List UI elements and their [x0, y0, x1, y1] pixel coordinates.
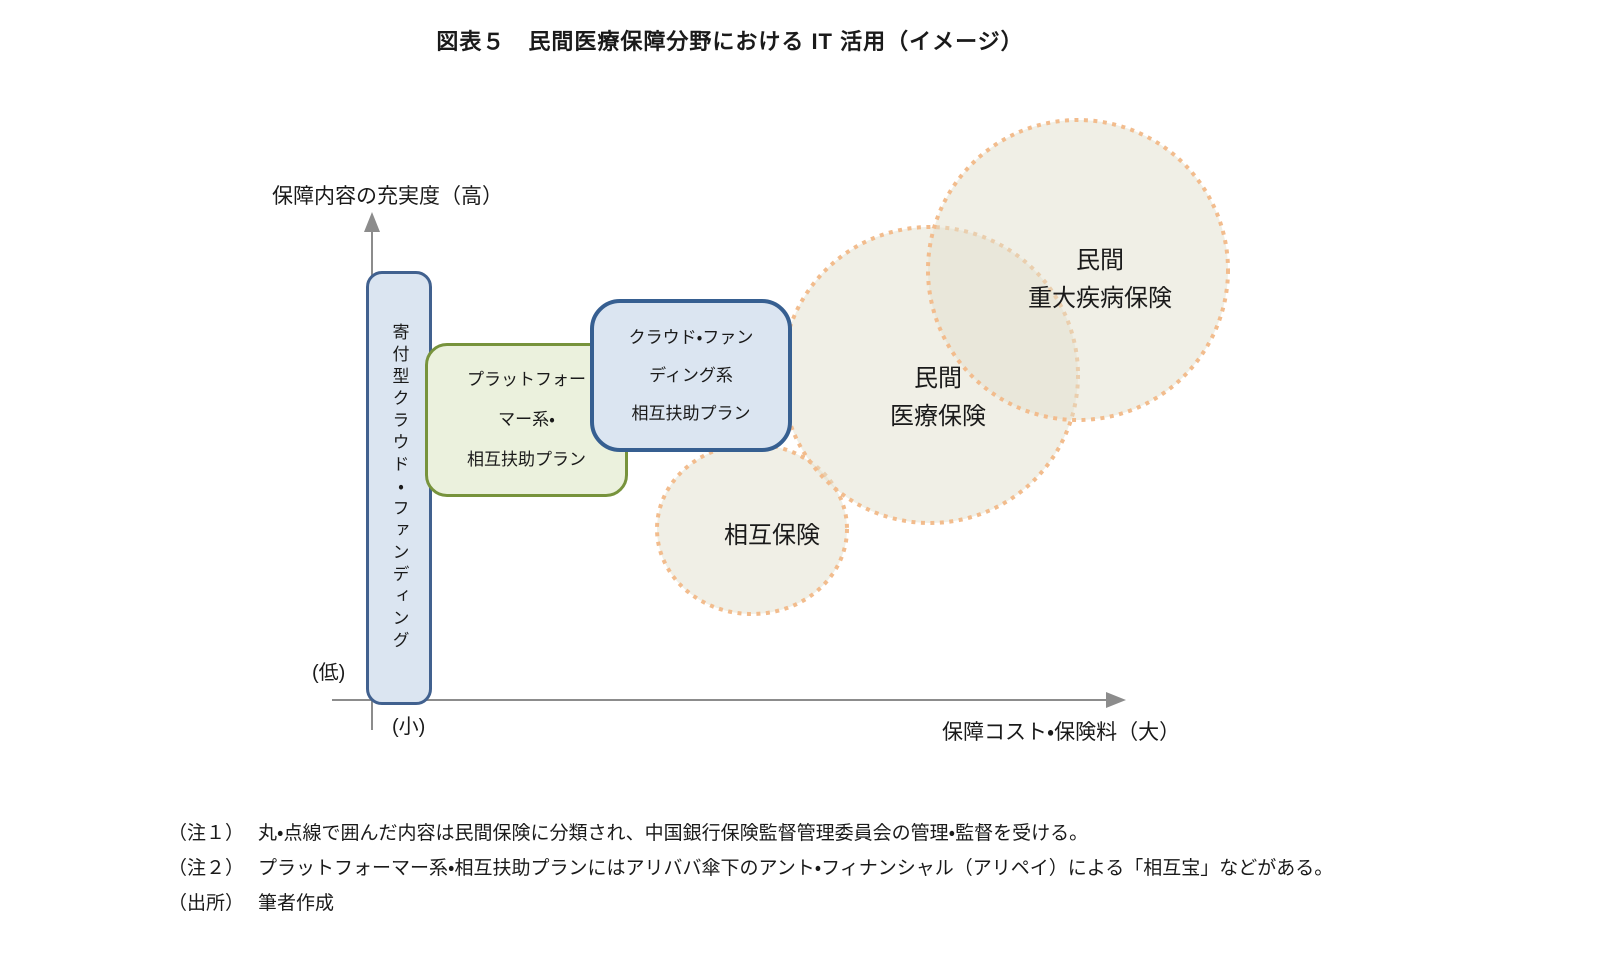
- mutual-insurance-circle: [655, 442, 849, 616]
- crowdfunding-mutual-aid-label: クラウド・ファン ディング系 相互扶助プラン: [628, 327, 754, 423]
- x-axis-low-label: (小): [392, 716, 426, 738]
- private-critical-illness-circle: [926, 118, 1230, 422]
- platform-mutual-aid-label: プラットフォー マー系・ 相互扶助プラン: [467, 370, 586, 469]
- donation-crowdfunding-label: 寄付型クラウド・ファンディング: [389, 323, 409, 653]
- private-medical-insurance-label: 民間 医療保険: [890, 365, 986, 430]
- note-1: （注１）丸・点線で囲んだ内容は民間保険に分類され、中国銀行保険監督管理委員会の管…: [168, 823, 1089, 844]
- footnotes: （注１）丸・点線で囲んだ内容は民間保険に分類され、中国銀行保険監督管理委員会の管…: [168, 816, 1333, 921]
- y-axis-arrowhead: [364, 212, 380, 232]
- mutual-insurance-label: 相互保険: [724, 522, 820, 549]
- crowdfunding-mutual-aid-box: クラウド・ファン ディング系 相互扶助プラン: [590, 299, 792, 452]
- y-axis-label: 保障内容の充実度（高）: [272, 185, 503, 208]
- source-note: （出所）筆者作成: [168, 893, 335, 914]
- private-critical-illness-label: 民間 重大疾病保険: [1028, 247, 1172, 312]
- donation-crowdfunding-box: 寄付型クラウド・ファンディング: [366, 271, 432, 705]
- x-axis-label: 保障コスト・保険料（大）: [942, 721, 1181, 744]
- y-axis-low-label: (低): [312, 662, 346, 684]
- figure-title: 図表５ 民間医療保障分野における IT 活用（イメージ）: [436, 29, 1024, 54]
- x-axis-arrowhead: [1106, 692, 1126, 708]
- note-2: （注２）プラットフォーマー系・相互扶助プランにはアリババ傘下のアント・フィナンシ…: [168, 858, 1334, 879]
